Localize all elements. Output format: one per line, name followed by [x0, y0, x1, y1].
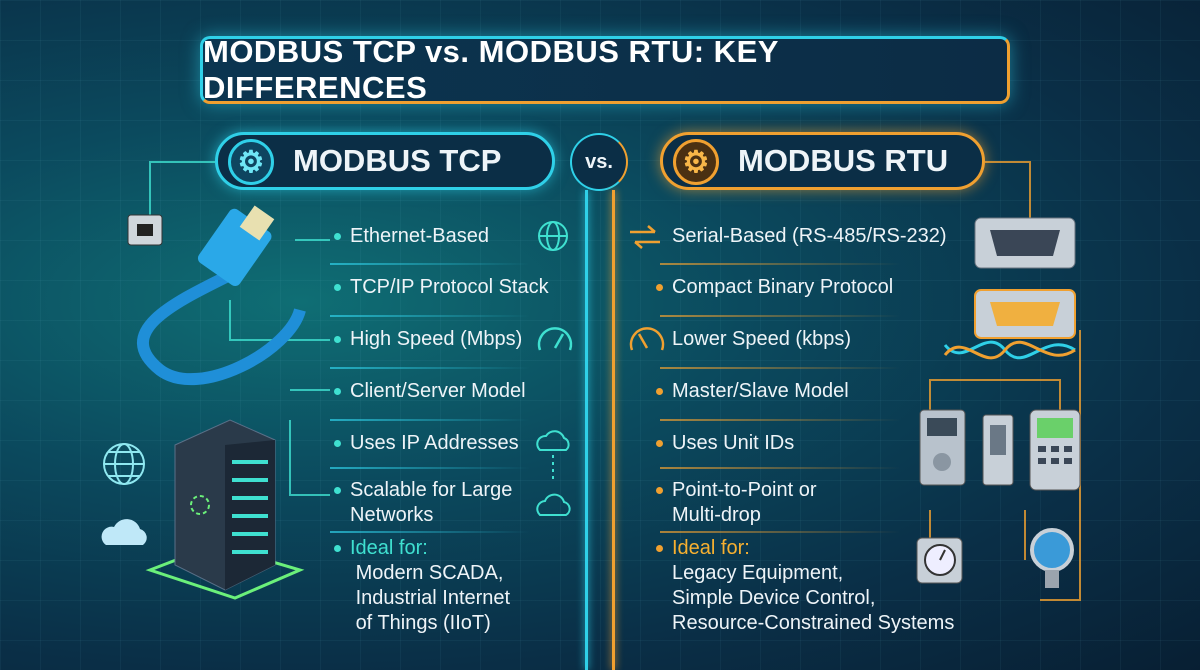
dial-gauge-icon: [916, 537, 963, 584]
tcp-item: Uses IP Addresses: [334, 431, 519, 456]
cloud-icon: [536, 493, 571, 516]
tcp-item: TCP/IP Protocol Stack: [334, 275, 549, 300]
twisted-pair-icon: [943, 340, 1076, 360]
rtu-item: Uses Unit IDs: [656, 431, 794, 456]
plc-device-icon: [919, 409, 966, 486]
globe-icon: [103, 443, 145, 485]
speedometer-icon: [629, 327, 665, 351]
tcp-header: ⚙ MODBUS TCP: [215, 132, 555, 190]
tcp-connector-lines: [149, 161, 330, 496]
handheld-controller-icon: [1029, 409, 1081, 491]
cloud-icon: [101, 519, 147, 545]
rtu-item: Compact Binary Protocol: [656, 275, 893, 300]
tcp-ideal: Ideal for: Modern SCADA, Industrial Inte…: [334, 536, 510, 636]
tcp-item: High Speed (Mbps): [334, 327, 522, 352]
swap-arrows-icon: [630, 225, 660, 249]
globe-icon: [538, 221, 568, 251]
rtu-item: Master/Slave Model: [656, 379, 849, 404]
ethernet-port-icon: [127, 214, 163, 246]
page-title: MODBUS TCP vs. MODBUS RTU: KEY DIFFERENC…: [203, 34, 779, 105]
rtu-header-label: MODBUS RTU: [738, 143, 949, 178]
tcp-item: Client/Server Model: [334, 379, 526, 404]
rtu-item: Lower Speed (kbps): [672, 328, 851, 350]
speedometer-icon: [537, 327, 573, 351]
rtu-item: Serial-Based (RS-485/RS-232): [672, 225, 947, 247]
cloud-upload-icon: [536, 430, 570, 480]
tcp-item: Ethernet-Based: [334, 224, 489, 249]
rtu-ideal: Ideal for:Legacy Equipment,Simple Device…: [656, 536, 954, 636]
vs-label: vs.: [585, 150, 613, 173]
sensor-icon: [1030, 528, 1074, 588]
serial-connector-icon: [974, 289, 1076, 339]
ethernet-cable-icon: [137, 205, 306, 386]
gear-icon: ⚙: [673, 139, 719, 185]
server-rack-icon: [145, 419, 305, 600]
tcp-header-label: MODBUS TCP: [293, 143, 502, 178]
divider-rtu: [612, 190, 615, 670]
io-module-icon: [982, 414, 1014, 486]
vs-badge: vs.: [570, 133, 628, 191]
divider-tcp: [585, 190, 588, 670]
title-banner: MODBUS TCP vs. MODBUS RTU: KEY DIFFERENC…: [200, 34, 1010, 105]
gear-icon: ⚙: [228, 139, 274, 185]
rtu-header: ⚙ MODBUS RTU: [660, 132, 985, 190]
serial-connector-icon: [974, 217, 1076, 269]
